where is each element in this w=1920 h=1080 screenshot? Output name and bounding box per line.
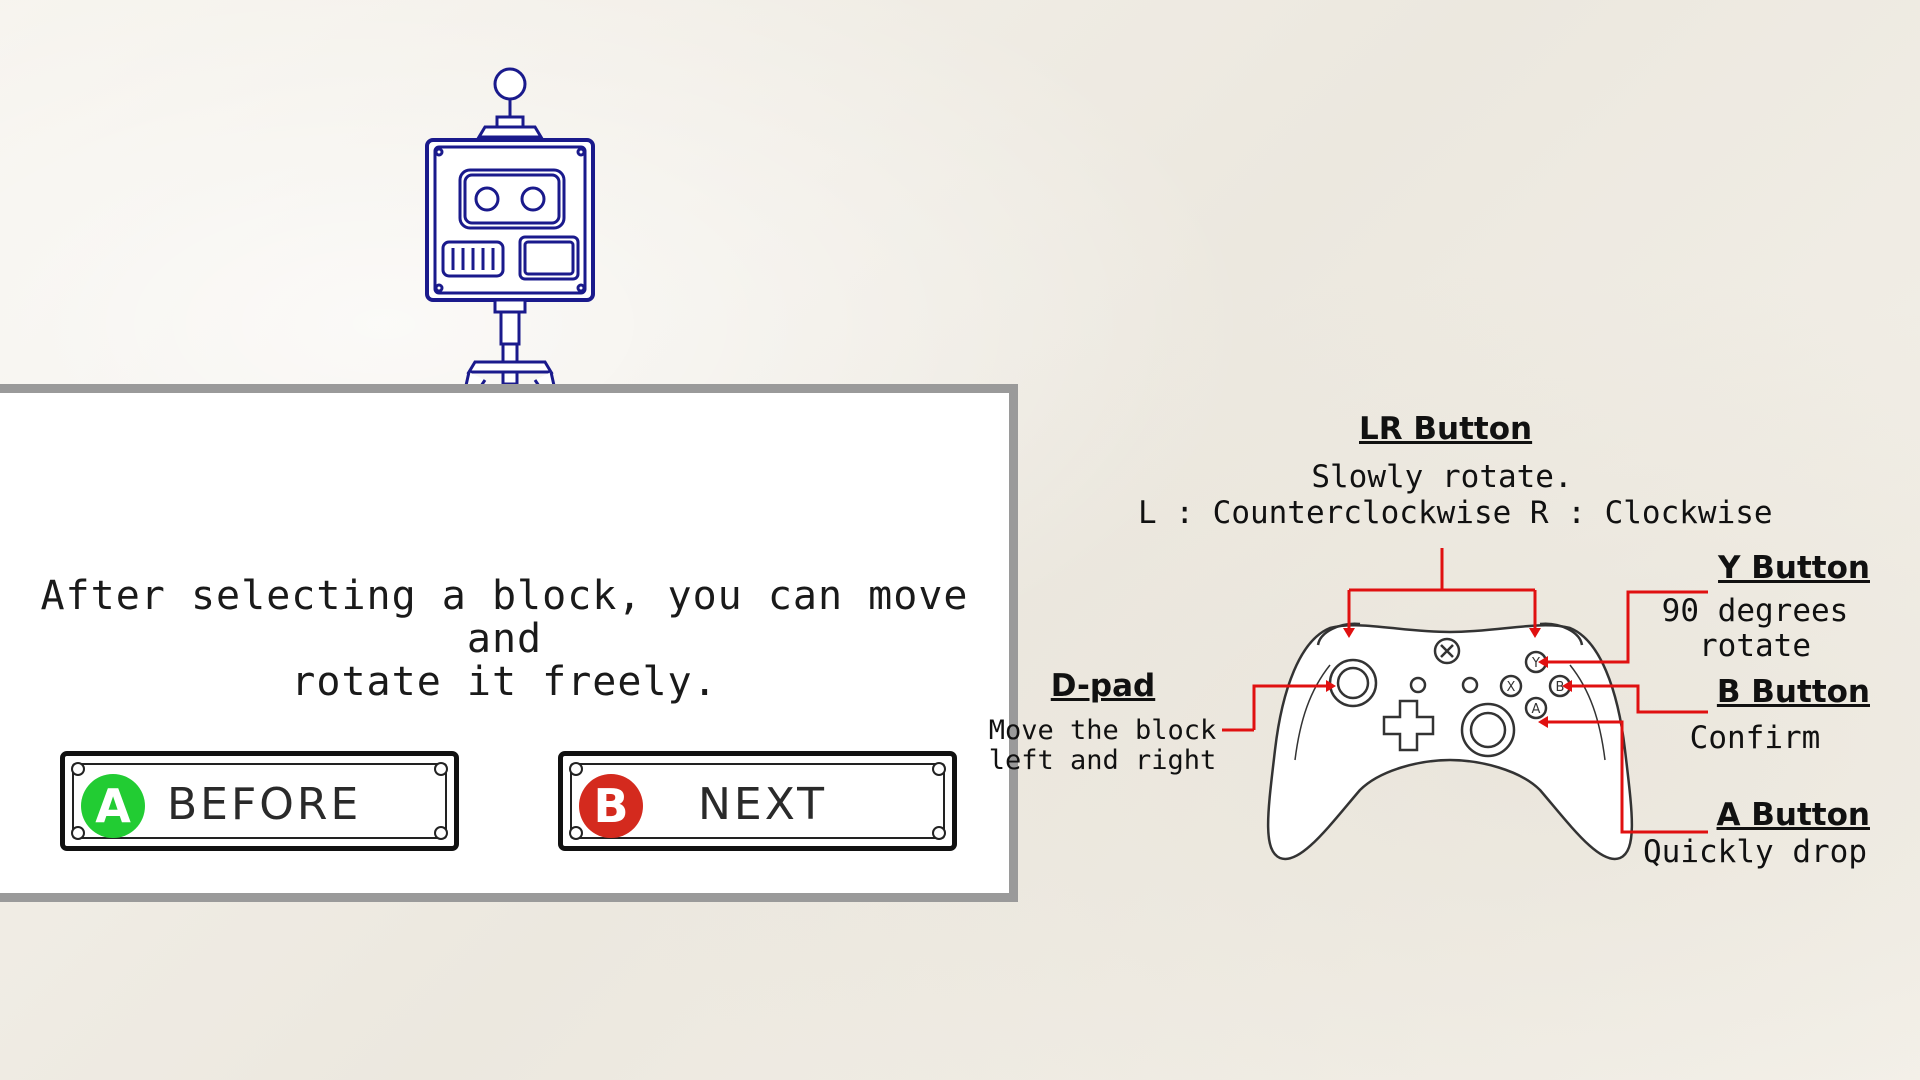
- y-button-title: Y Button: [1718, 550, 1870, 586]
- a-button-line1: Quickly drop: [1643, 834, 1867, 870]
- screw-icon: [434, 826, 448, 840]
- screw-icon: [434, 762, 448, 776]
- next-button-label: NEXT: [698, 779, 827, 830]
- next-button[interactable]: B NEXT: [558, 751, 957, 851]
- controller-a-label: A: [1532, 702, 1541, 717]
- screw-icon: [71, 826, 85, 840]
- screw-icon: [569, 762, 583, 776]
- tutorial-message-line1: After selecting a block, you can move an…: [40, 573, 969, 662]
- button-frame: [570, 763, 945, 839]
- lr-button-line1: Slowly rotate.: [1311, 459, 1573, 495]
- b-button-icon: B: [579, 774, 643, 838]
- a-button-icon: A: [81, 774, 145, 838]
- controller-x-label: X: [1507, 680, 1516, 695]
- a-button-title: A Button: [1716, 797, 1871, 833]
- b-button-line1: Confirm: [1689, 720, 1821, 756]
- dpad-line2: left and right: [988, 745, 1217, 776]
- dpad-line1: Move the block: [988, 715, 1217, 746]
- screw-icon: [71, 762, 85, 776]
- screw-icon: [932, 826, 946, 840]
- lr-button-line2: L : Counterclockwise R : Clockwise: [1138, 495, 1773, 531]
- dpad-title: D-pad: [1050, 668, 1156, 704]
- tutorial-panel: After selecting a block, you can move an…: [0, 384, 1018, 902]
- y-button-line2: rotate: [1699, 628, 1811, 664]
- pointer-arrowheads: [1326, 628, 1572, 728]
- b-button-title: B Button: [1716, 674, 1870, 710]
- y-button-line1: 90 degrees: [1661, 593, 1849, 629]
- controller-y-label: Y: [1531, 656, 1540, 671]
- tutorial-message: After selecting a block, you can move an…: [0, 575, 1009, 704]
- screw-icon: [932, 762, 946, 776]
- before-button[interactable]: A BEFORE: [60, 751, 459, 851]
- gamepad-icon: [1266, 622, 1634, 861]
- screw-icon: [569, 826, 583, 840]
- tutorial-message-line2: rotate it freely.: [291, 659, 718, 705]
- button-frame: [72, 763, 447, 839]
- controller-b-label: B: [1556, 680, 1565, 695]
- lr-button-title: LR Button: [1359, 411, 1533, 447]
- before-button-label: BEFORE: [167, 779, 362, 830]
- pointer-lines: [1222, 548, 1708, 834]
